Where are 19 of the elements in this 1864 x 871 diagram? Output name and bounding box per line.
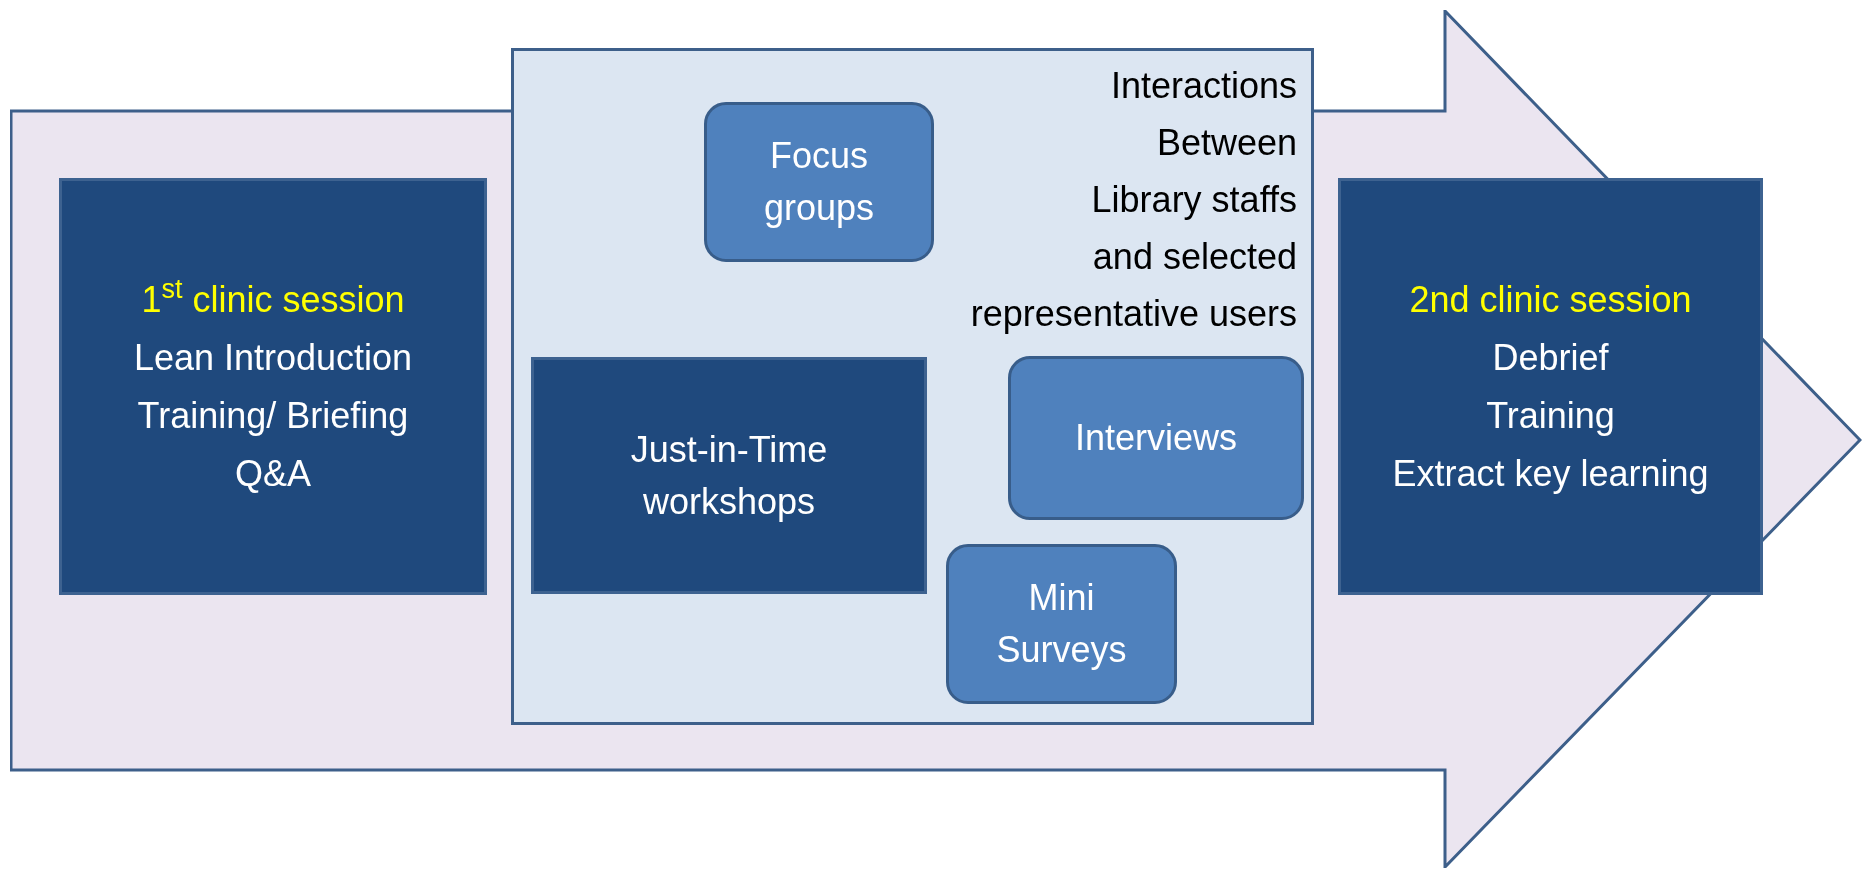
session-item: Training/ Briefing — [137, 393, 409, 438]
session-box — [59, 178, 487, 595]
panel-caption-line: and selected — [1092, 235, 1297, 279]
session-item: Lean Introduction — [133, 335, 413, 380]
workshop-box: Just-in-Time workshops — [531, 357, 927, 594]
panel-caption-line: representative users — [970, 292, 1297, 336]
panel-caption-line: Between — [1156, 121, 1297, 165]
panel-caption-line: Interactions — [1110, 64, 1297, 108]
activity-box: Focus groups — [704, 102, 934, 262]
activity-box: Mini Surveys — [946, 544, 1177, 704]
session-item: Extract key learning — [1392, 451, 1709, 496]
session-item: Training — [1486, 393, 1615, 438]
session-heading: 1$^{st}$ clinic session — [141, 273, 405, 322]
session-heading: 2nd clinic session — [1409, 277, 1692, 322]
session-box — [1338, 178, 1763, 595]
session-item: Debrief — [1492, 335, 1609, 380]
session-item: Q&A — [235, 451, 311, 496]
activity-box: Interviews — [1008, 356, 1304, 520]
panel-caption-line: Library staffs — [1091, 178, 1297, 222]
